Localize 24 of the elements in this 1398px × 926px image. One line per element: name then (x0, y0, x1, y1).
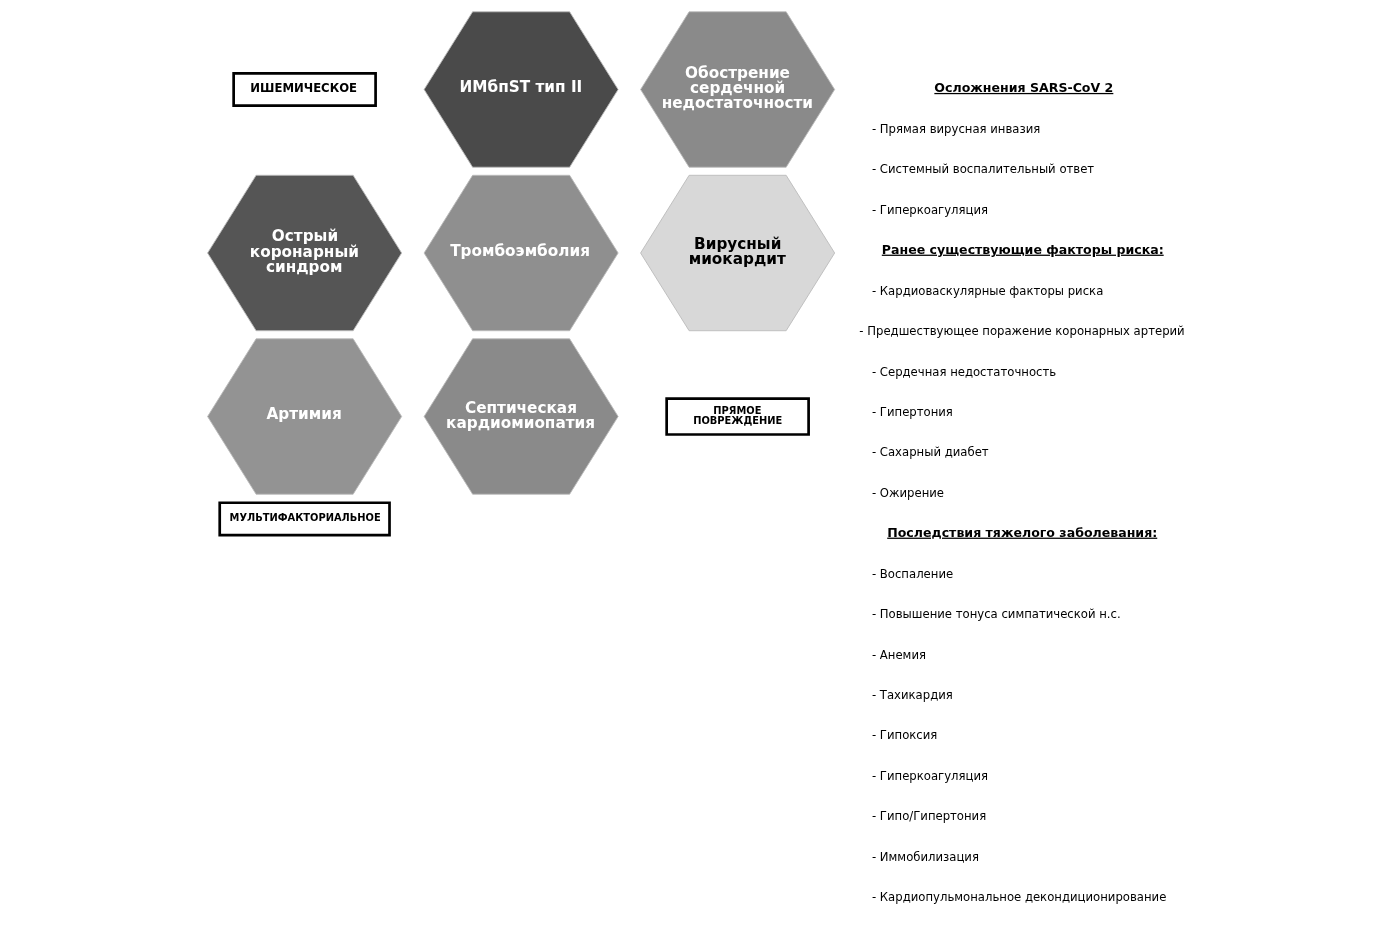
node-box: ПРЯМОЕ ПОВРЕЖДЕНИЕ (665, 397, 810, 436)
label: - Воспаление (871, 566, 954, 581)
label: - Кардиоваскулярные факторы риска (871, 283, 1104, 298)
label: - Анемия (871, 647, 926, 662)
label: - Кардиопульмональное декондиционирование (871, 890, 1167, 905)
label: - Гипоксия (871, 728, 938, 743)
label: - Прямая вирусная инвазия (871, 121, 1041, 136)
node-box: ИШЕМИЧЕСКОЕ (232, 72, 377, 107)
label: - Тахикардия (871, 687, 953, 702)
label: - Гиперкоагуляция (871, 768, 989, 783)
label: - Иммобилизация (871, 849, 979, 864)
label: - Сердечная недостаточность (871, 364, 1057, 379)
label: Осложнения SARS-CoV 2 (934, 79, 1114, 95)
label: - Повышение тонуса симпатической н.с. (871, 607, 1121, 622)
label: Последствия тяжелого заболевания: (887, 524, 1158, 540)
node-box: МУЛЬТИФАКТОРИАЛЬНОЕ (218, 501, 391, 537)
label: - Предшествующее поражение коронарных артерий (859, 324, 1185, 339)
label: - Ожирение (871, 485, 945, 500)
label: Ранее существующие факторы риска: (881, 241, 1164, 257)
label: - Гипертония (871, 404, 953, 419)
label: - Гиперкоагуляция (871, 202, 989, 217)
label: - Гипо/Гипертония (871, 809, 987, 824)
label: - Системный воспалительный ответ (871, 162, 1095, 177)
label: - Сахарный диабет (871, 445, 989, 460)
